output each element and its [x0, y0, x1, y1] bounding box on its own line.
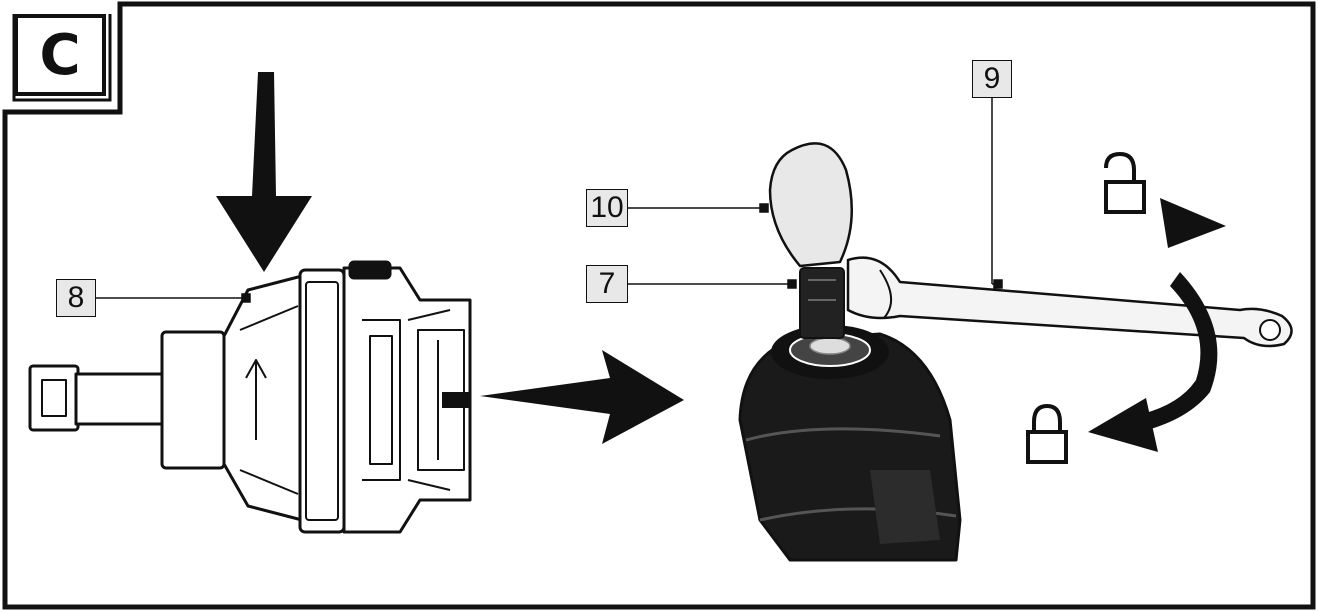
callout-label-7: 7 [586, 265, 628, 303]
locked-padlock-icon [1026, 403, 1068, 464]
tool-with-wrench-view [738, 142, 1293, 562]
next-step-arrow [480, 350, 684, 444]
tool-head-side-view [28, 260, 472, 534]
press-down-arrow [216, 72, 312, 272]
callout-label-9: 9 [972, 60, 1012, 98]
unlocked-padlock-icon [1104, 151, 1146, 214]
section-letter-c: C [14, 14, 106, 96]
rotate-double-arrow [1088, 198, 1226, 452]
callout-leaders [96, 96, 1003, 303]
callout-label-8: 8 [56, 279, 96, 317]
callout-label-10: 10 [586, 189, 628, 227]
